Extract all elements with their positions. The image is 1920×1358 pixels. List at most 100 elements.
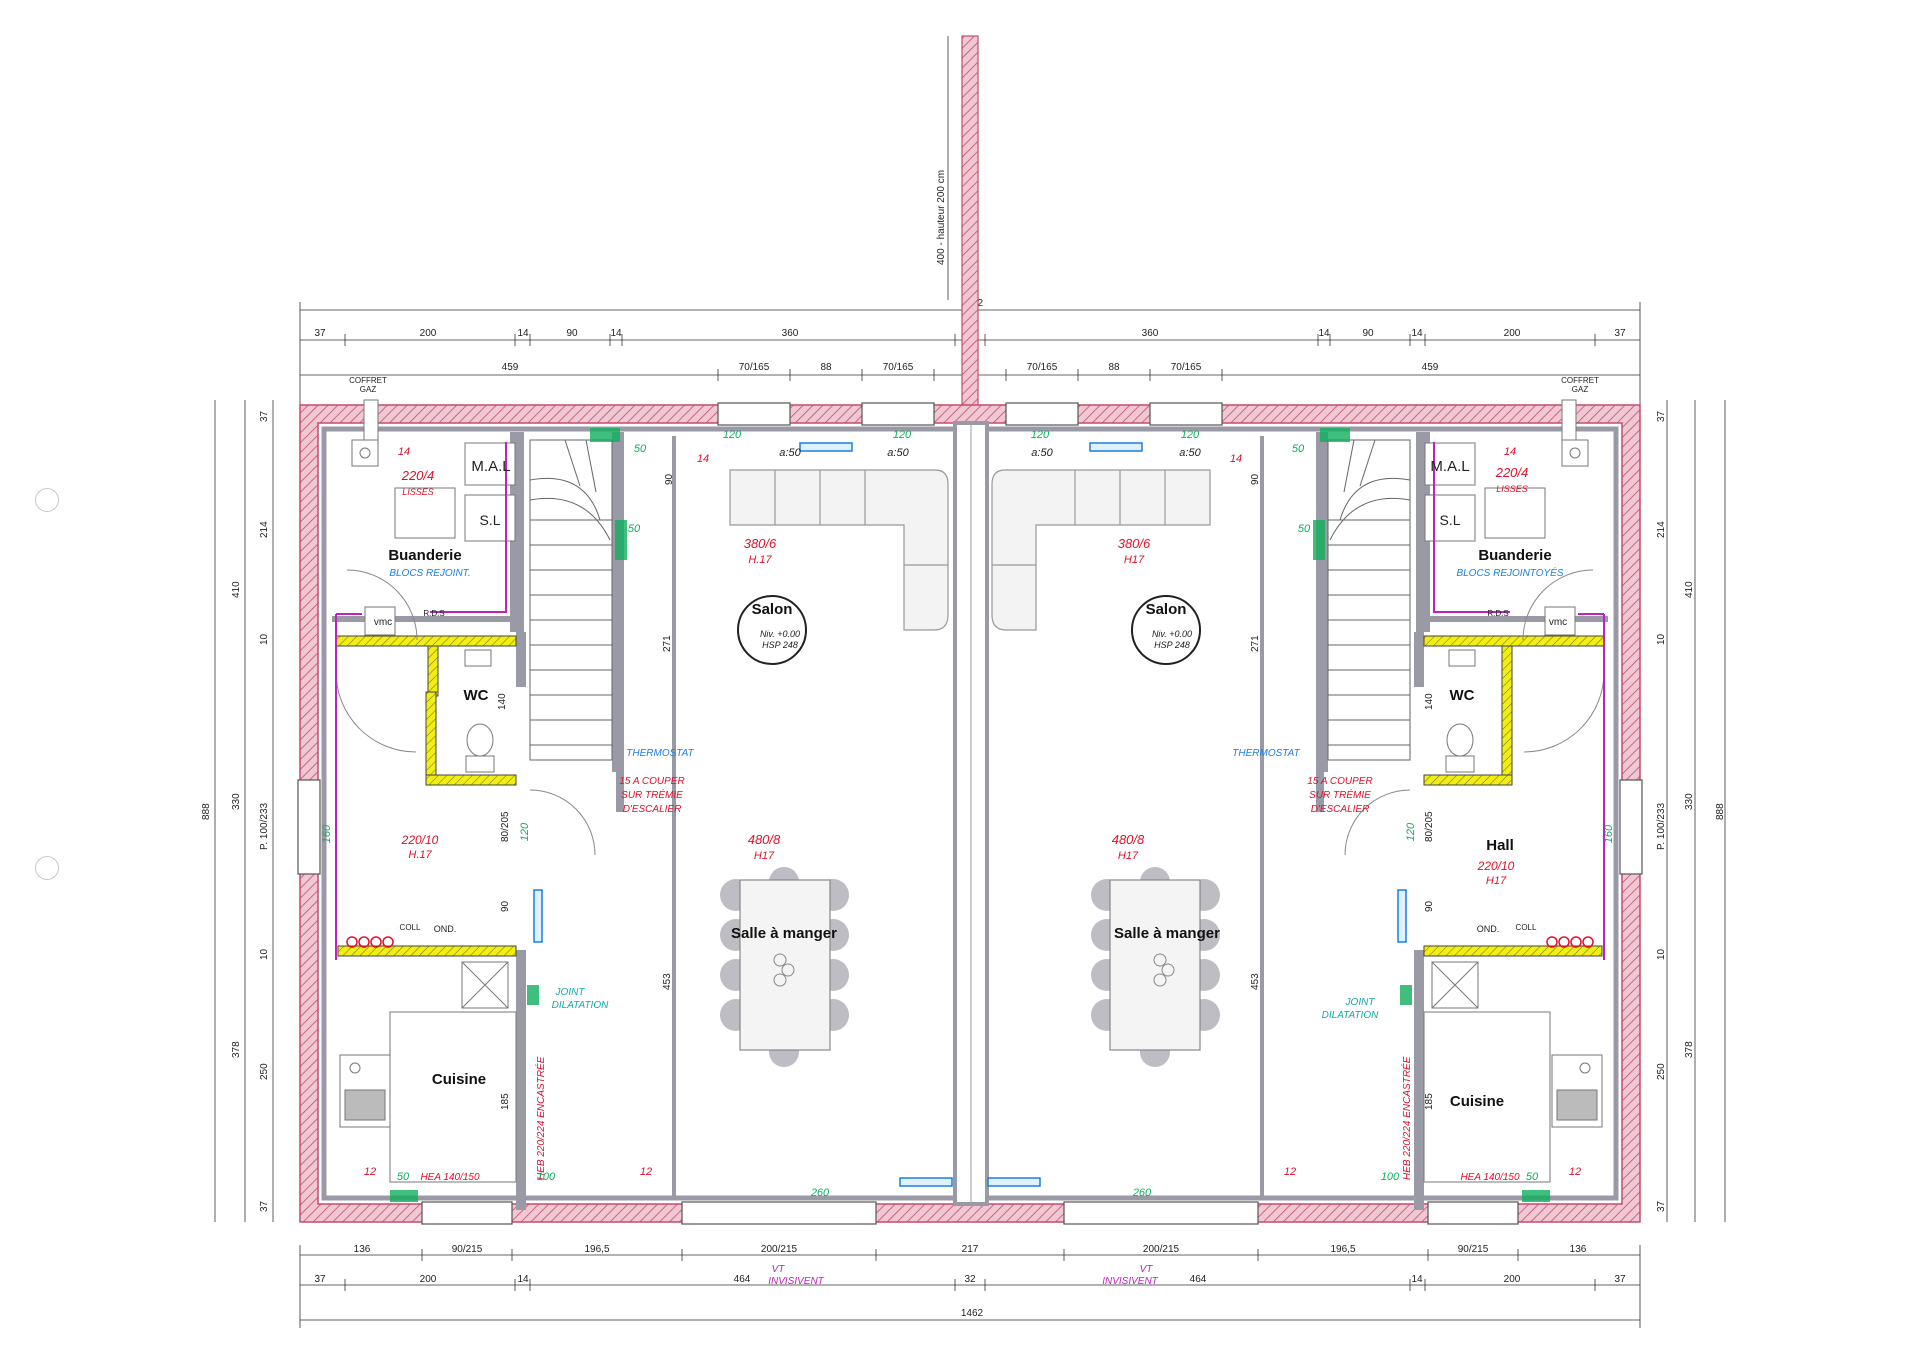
red-ond-left: OND. [434,924,457,934]
red-couper-3-right: D'ESCALIER [1311,804,1370,815]
dim-int-140-r: 140 [1424,693,1435,710]
dim-bottom-total: 1462 [961,1308,984,1319]
dim-top-14-b: 14 [610,328,622,339]
dim-int-453-l: 453 [662,973,673,990]
dim-left-inner-5: 250 [259,1063,270,1080]
dim-top-70-165-b: 70/165 [883,362,914,373]
red-480-8-left: 480/8 [748,832,781,847]
party-wall [953,421,989,1206]
dim-top-459-r: 459 [1422,362,1439,373]
window-side-right: P. 100/233 [1656,802,1667,850]
dim-right-mid-1: 330 [1684,793,1695,810]
red-380-6-left: 380/6 [744,536,777,551]
dim-top-90-l: 90 [566,328,578,339]
binder-hole-bottom [35,856,59,880]
fixture-sl-left: S.L [479,512,500,528]
dim-top-70-165-a: 70/165 [739,362,770,373]
green-50-e: 50 [397,1171,410,1183]
red-couper-1-left: 15 A COUPER [619,776,684,787]
red-couper-2-left: SUR TRÉMIE [621,788,683,801]
dim-top-70-165-c: 70/165 [1027,362,1058,373]
red-380-6-right: 380/6 [1118,536,1151,551]
dim-int-185-r: 185 [1424,1093,1435,1110]
dim-bot2-464-r: 464 [1190,1274,1207,1285]
dining-table-left [720,867,849,1067]
green-50-c: 50 [1292,443,1305,455]
dim-right-outer: 888 [1715,803,1726,820]
room-buanderie-left: Buanderie [388,547,461,564]
fixture-sl-right: S.L [1439,512,1460,528]
green-160-a: 160 [321,824,333,843]
cyan-joint-right: JOINT [1345,997,1376,1008]
door-swings [335,569,1605,856]
kitchen-right [1423,961,1603,1183]
dim-int-90a-l: 90 [664,473,675,485]
dim-left-mid-1: 330 [231,793,242,810]
bottom-dimensions [299,1245,1641,1328]
green-120-e: 120 [519,822,531,841]
red-h17c-left: H.17 [408,849,432,861]
dim-left-inner-6: 37 [259,1200,270,1212]
red-220-10-right: 220/10 [1477,859,1515,873]
dim-int-90b-l: 90 [500,900,511,912]
dining-table-right [1091,867,1220,1067]
dim-bot2-464-l: 464 [734,1274,751,1285]
blue-thermostat-left: THERMOSTAT [626,748,694,759]
room-salon-left: Salon [752,601,793,618]
red-heb-right: HEB 220/224 ENCASTRÉE [1400,1056,1413,1180]
dim-int-80-205-l: 80/205 [500,811,511,842]
dim-bot-90-215-r: 90/215 [1458,1244,1489,1255]
dim-bot2-14-l: 14 [517,1274,529,1285]
radiator-circles [346,936,1594,948]
room-wc-left: WC [464,687,489,704]
red-h17b-right: H17 [1118,850,1139,862]
dim-top-90-r: 90 [1362,328,1374,339]
dim-top-88-c: 88 [1108,362,1120,373]
red-rds-left: R.D.S [423,609,444,618]
dim-int-90b-r: 90 [1424,900,1435,912]
sofa-left [729,469,949,631]
dim-top-360-r: 360 [1142,328,1159,339]
magenta-invisivent-left: INVISIVENT [768,1276,824,1287]
red-lisses-right: LISSES [1496,484,1528,494]
dim-right-inner-0: 37 [1656,410,1667,422]
vmc-right: vmc [1549,617,1567,628]
laundry-right [1424,399,1589,773]
magenta-lines [335,442,1605,960]
blue-blocs-left: BLOCS REJOINT. [389,568,470,579]
gaz-right: GAZ [1572,385,1589,394]
red-couper-3-left: D'ESCALIER [623,804,682,815]
dim-int-185-l: 185 [500,1093,511,1110]
green-160-b: 160 [1603,824,1615,843]
green-260-a: 260 [810,1187,830,1199]
salon-level-left: Niv. +0.00 [760,629,800,639]
blue-thermostat-right: THERMOSTAT [1232,748,1300,759]
green-120-d: 120 [1181,429,1200,441]
dim-int-140-l: 140 [497,693,508,710]
dim-int-453-r: 453 [1250,973,1261,990]
dim-bot2-37-r: 37 [1614,1274,1626,1285]
dim-top-88-a: 88 [820,362,832,373]
green-120-a: 120 [723,429,742,441]
magenta-vt-left: VT [772,1264,786,1275]
wc-walls-left [335,635,517,957]
dim-top-14-c: 14 [1318,328,1330,339]
red-rds-right: R.D.S [1487,609,1508,618]
binder-hole-top [35,488,59,512]
red-heb-left: HEB 220/224 ENCASTRÉE [534,1056,547,1180]
dim-right-mid-2: 378 [1684,1041,1695,1058]
red-h17c-right: H17 [1486,875,1507,887]
chimney-height-label: 400 - hauteur 200 cm [936,170,947,265]
dim-right-mid-0: 410 [1684,581,1695,598]
dim-bot2-14-r: 14 [1411,1274,1423,1285]
red-couper-2-right: SUR TRÉMIE [1309,788,1371,801]
red-hea-left: HEA 140/150 [420,1172,480,1183]
dim-top-37-r: 37 [1614,328,1626,339]
green-50-d: 50 [1298,523,1311,535]
dim-bot-90-215-l: 90/215 [452,1244,483,1255]
magenta-vt-right: VT [1140,1264,1154,1275]
dim-right-inner-5: 250 [1656,1063,1667,1080]
cyan-joint-left: JOINT [555,987,586,998]
red-220-4-left: 220/4 [401,468,435,483]
